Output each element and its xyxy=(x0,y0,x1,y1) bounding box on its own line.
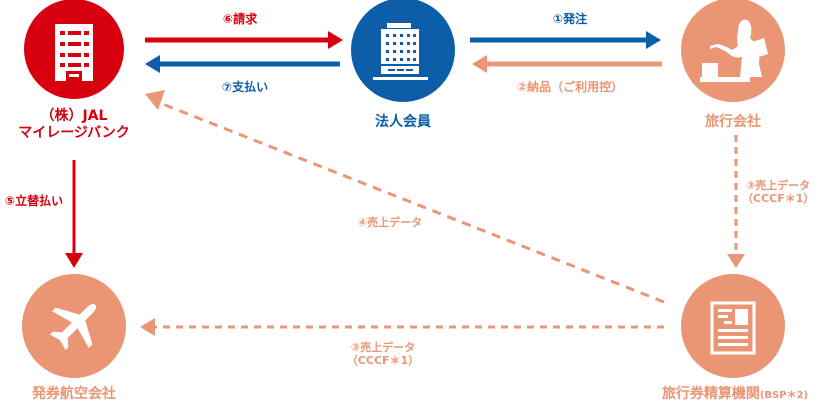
travel-agency-node-label: 旅行会社 xyxy=(705,114,761,130)
edge-e1-arrow xyxy=(470,31,661,49)
corporate-node-label: 法人会員 xyxy=(375,114,431,130)
edge-e3b-arrow xyxy=(140,318,664,336)
edge-e7-arrow xyxy=(145,55,340,73)
edge-e4-arrow xyxy=(145,90,665,304)
jal-label-line1: （株）JAL xyxy=(40,108,108,124)
jal-node-label: （株）JAL マイレージバンク xyxy=(4,108,144,142)
edge-e5-label: ⑤立替払い xyxy=(4,194,64,208)
edge-e2-label: ②納品（ご利用控） xyxy=(516,80,624,94)
edge-e3b-label-line1: ③売上データ xyxy=(350,341,416,354)
edge-e3a-label: ③売上データ （CCCF＊1） xyxy=(742,179,814,205)
bsp-node-circle xyxy=(681,274,785,378)
edge-e6-arrow xyxy=(145,31,343,49)
airplane-icon xyxy=(49,303,97,351)
edge-e1-label: ①発注 xyxy=(552,12,588,26)
edge-e3a-arrow xyxy=(727,135,745,268)
edge-e3b-label: ③売上データ （CCCF＊1） xyxy=(343,341,423,367)
bsp-label-suffix: (BSP＊2) xyxy=(759,390,809,401)
edge-e6-label: ⑥請求 xyxy=(222,12,258,26)
edge-e3b-label-line2: （CCCF＊1） xyxy=(346,354,420,368)
corporate-tower-icon xyxy=(373,23,428,80)
document-icon xyxy=(710,301,756,355)
bsp-label-main: 旅行券精算機関 xyxy=(661,386,760,402)
edge-e2-arrow xyxy=(472,55,662,73)
office-building-icon xyxy=(55,24,93,81)
edge-e4-label: ④売上データ xyxy=(357,216,423,229)
edge-e7-label: ⑦支払い xyxy=(221,80,269,94)
edge-e3a-label-line1: ③売上データ xyxy=(745,179,811,192)
jal-label-line2: マイレージバンク xyxy=(18,124,130,141)
travel-agent-person-icon xyxy=(700,19,768,82)
edge-e3a-label-line2: （CCCF＊1） xyxy=(742,192,815,206)
bsp-node-label: 旅行券精算機関(BSP＊2) xyxy=(655,386,815,403)
airline-node-label: 発券航空会社 xyxy=(32,386,116,402)
edge-e5-arrow xyxy=(65,160,83,268)
